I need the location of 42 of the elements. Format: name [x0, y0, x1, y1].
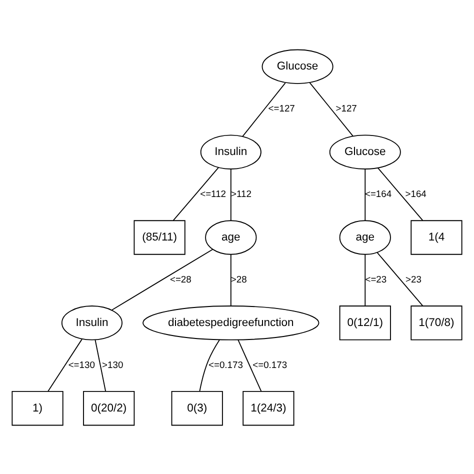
node-box: 0(12/1)	[339, 305, 391, 340]
node-ellipse: age	[205, 220, 257, 254]
connector	[309, 82, 354, 136]
node-ellipse: age	[339, 220, 391, 254]
edge-label: >127	[336, 103, 357, 114]
node-box: 1)	[12, 390, 64, 426]
edge-label: >112	[231, 188, 252, 199]
edge-label: <=164	[364, 188, 392, 199]
edge-label: >164	[405, 188, 426, 199]
node-ellipse: Glucose	[262, 48, 334, 84]
connector	[94, 339, 106, 392]
edge-label: >130	[102, 359, 124, 370]
edge-label: <=28	[170, 274, 192, 284]
edge-label: <=112	[200, 188, 226, 199]
node-box: 1(4	[410, 220, 462, 254]
node-ellipse: Insulin	[200, 134, 262, 169]
node-ellipse: Insulin	[61, 305, 122, 340]
edge-label: <=130	[68, 359, 95, 370]
connector	[230, 168, 232, 220]
edge-label: <=23	[365, 274, 387, 284]
connector	[376, 252, 424, 306]
edge-label: >23	[406, 274, 422, 284]
node-ellipse: diabetespedigreefunction	[142, 305, 320, 340]
connector	[364, 168, 366, 220]
connector	[238, 339, 262, 392]
edge-label: <=0.173	[252, 359, 288, 370]
edge-label: <=127	[268, 103, 295, 114]
node-box: (85/11)	[134, 220, 186, 254]
connector	[230, 254, 232, 306]
connector	[199, 339, 220, 392]
node-box: 1(70/8)	[410, 305, 462, 340]
edge-label: <=0.173	[208, 359, 243, 370]
connector	[364, 254, 366, 306]
node-ellipse: Glucose	[329, 134, 401, 169]
connector	[172, 166, 219, 220]
node-box: 0(3)	[171, 390, 223, 426]
connector	[242, 82, 286, 136]
node-box: 0(20/2)	[83, 390, 135, 426]
connector	[48, 338, 82, 392]
connector	[111, 248, 214, 310]
connector	[377, 166, 424, 220]
node-box: 1(24/3)	[242, 390, 294, 426]
